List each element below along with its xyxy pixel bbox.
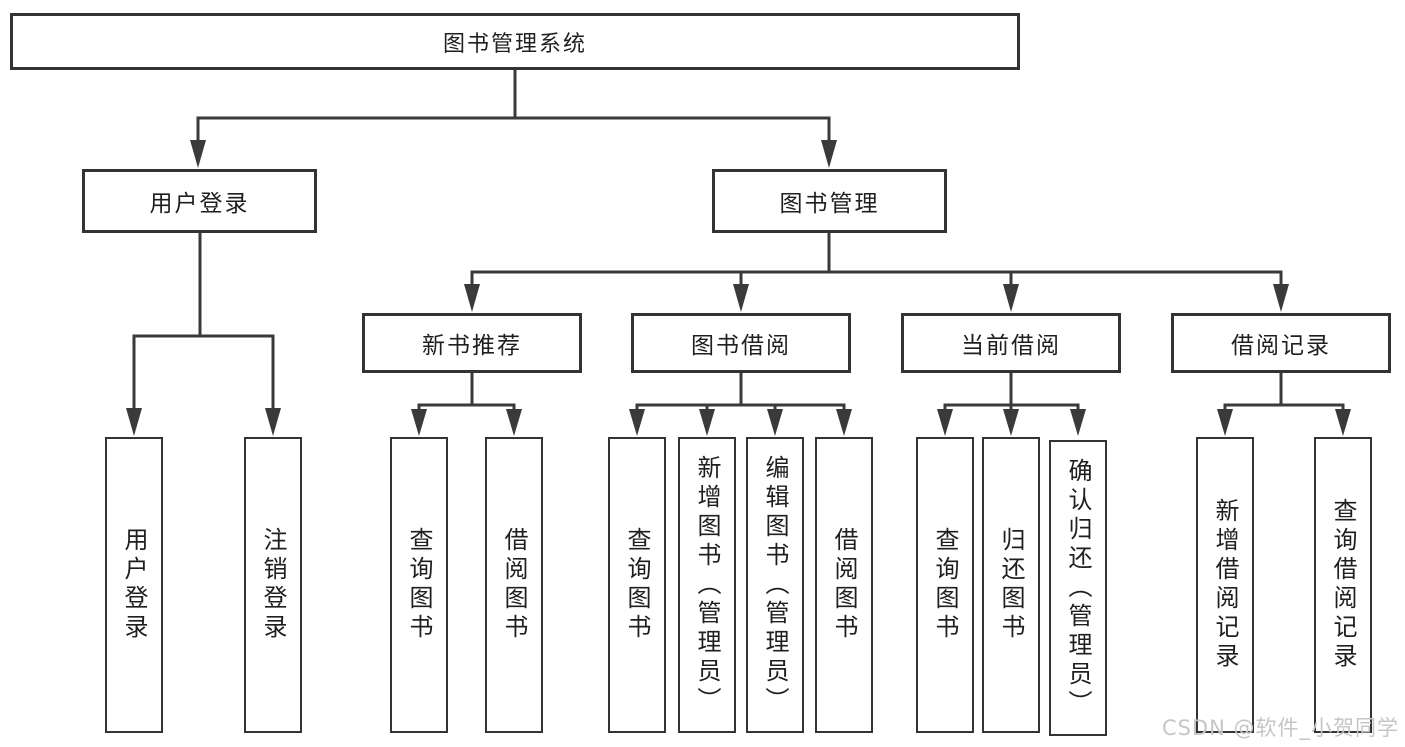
node-library-management-system: 图书管理系统 bbox=[10, 13, 1020, 70]
leaf-label: 新增借阅记录 bbox=[1211, 498, 1239, 672]
leaf-label: 归还图书 bbox=[997, 527, 1025, 643]
node-book-management: 图书管理 bbox=[712, 169, 947, 233]
leaf-query-books-1: 查询图书 bbox=[390, 437, 448, 733]
node-new-book-recommendation: 新书推荐 bbox=[362, 313, 582, 373]
node-user-login: 用户登录 bbox=[82, 169, 317, 233]
leaf-add-borrow-record: 新增借阅记录 bbox=[1196, 437, 1254, 733]
node-book-borrowing: 图书借阅 bbox=[631, 313, 851, 373]
leaf-borrow-books-1: 借阅图书 bbox=[485, 437, 543, 733]
leaf-label: 查询图书 bbox=[405, 527, 433, 643]
connector-book-borrow-group bbox=[635, 371, 846, 413]
leaf-add-books-admin: 新增图书（管理员） bbox=[678, 437, 736, 733]
leaf-label: 确认归还（管理员） bbox=[1064, 457, 1092, 719]
leaf-query-books-3: 查询图书 bbox=[916, 437, 974, 733]
node-borrowing-records: 借阅记录 bbox=[1171, 313, 1391, 373]
connector-user-login-group bbox=[132, 231, 275, 412]
connector-current-borrow-group bbox=[943, 371, 1080, 413]
leaf-label: 编辑图书（管理员） bbox=[761, 454, 789, 716]
leaf-label: 借阅图书 bbox=[500, 527, 528, 643]
leaf-query-books-2: 查询图书 bbox=[608, 437, 666, 733]
leaf-logout: 注销登录 bbox=[244, 437, 302, 733]
leaf-label: 新增图书（管理员） bbox=[693, 454, 721, 716]
leaf-edit-books-admin: 编辑图书（管理员） bbox=[746, 437, 804, 733]
watermark: CSDN @软件_小贺同学 bbox=[1161, 716, 1399, 740]
leaf-label: 注销登录 bbox=[259, 527, 287, 643]
connector-records-group bbox=[1223, 371, 1345, 413]
leaf-borrow-books-2: 借阅图书 bbox=[815, 437, 873, 733]
connector-new-book-group bbox=[417, 371, 516, 413]
arrowheads bbox=[126, 140, 1351, 436]
leaf-label: 查询图书 bbox=[623, 527, 651, 643]
connector-root-to-level2 bbox=[196, 68, 831, 144]
leaf-label: 用户登录 bbox=[120, 527, 148, 643]
leaf-confirm-return-admin: 确认归还（管理员） bbox=[1049, 440, 1107, 736]
node-current-borrowing: 当前借阅 bbox=[901, 313, 1121, 373]
leaf-return-books: 归还图书 bbox=[982, 437, 1040, 733]
leaf-label: 查询借阅记录 bbox=[1329, 498, 1357, 672]
leaf-user-login: 用户登录 bbox=[105, 437, 163, 733]
leaf-label: 查询图书 bbox=[931, 527, 959, 643]
leaf-label: 借阅图书 bbox=[830, 527, 858, 643]
connector-book-management-to-level3 bbox=[470, 231, 1283, 289]
leaf-query-borrow-record: 查询借阅记录 bbox=[1314, 437, 1372, 733]
